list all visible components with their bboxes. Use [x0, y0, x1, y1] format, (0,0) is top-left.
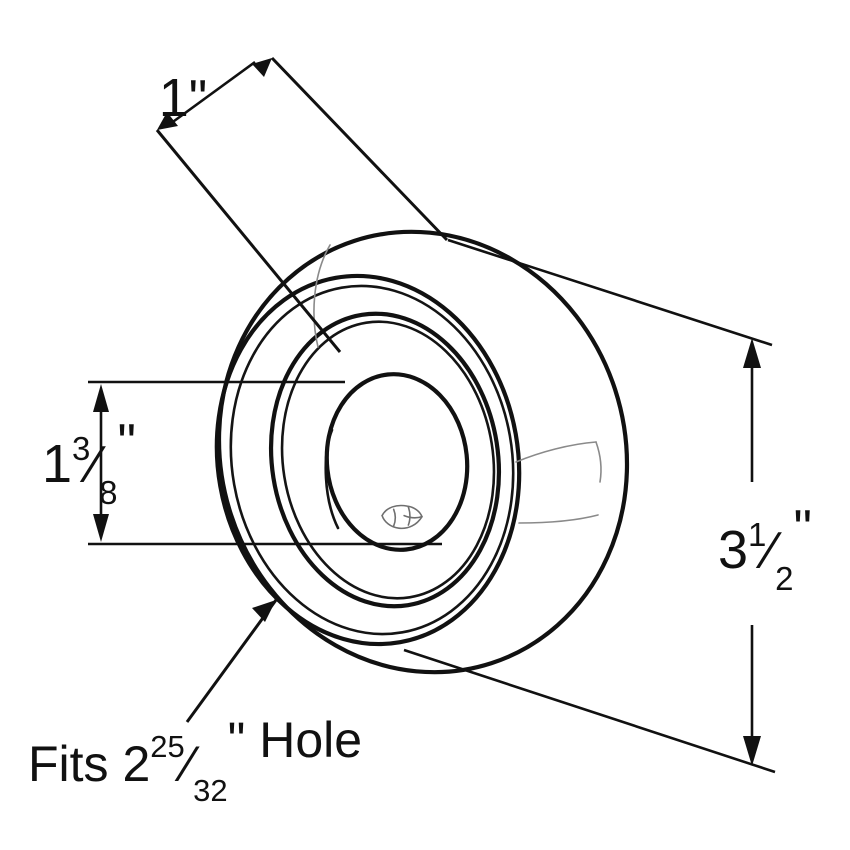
barrel-right-shading-lower [518, 514, 599, 524]
grommet-groove-ring-ellipse [268, 311, 502, 609]
outer-diameter-arrowhead-bottom [743, 736, 761, 766]
barrel-right-shading-curve [595, 441, 602, 483]
outer-diameter-dimension-group: 31⁄2" [403, 238, 812, 774]
inner-hole-arrowhead-top [93, 384, 109, 412]
depth-extension-line-lower [155, 129, 342, 353]
depth-dimension-group: 1" [155, 56, 449, 353]
fits-hole-callout-group: Fits 225⁄32" Hole [28, 599, 362, 808]
inner-hole-dimension-group: 13⁄8" [42, 380, 442, 546]
grommet-front-face-outer-ellipse [214, 273, 522, 647]
fits-hole-leader-line [185, 599, 278, 723]
manufacturer-logo-mark [381, 504, 423, 530]
barrel-right-shading-upper [515, 441, 597, 463]
outer-diameter-arrowhead-top [743, 338, 761, 368]
depth-extension-lower-arrowhead [157, 112, 178, 130]
inner-hole-arrowhead-bottom [93, 514, 109, 542]
fits-hole-callout-label: Fits 225⁄32" Hole [28, 712, 362, 808]
outer-diameter-dimension-label: 31⁄2" [718, 500, 812, 597]
barrel-upper-crease-highlight [313, 244, 331, 348]
outer-diameter-extension-line-top [447, 238, 773, 347]
depth-extension-upper-arrowhead [252, 58, 272, 77]
grommet-groove-ring-inner-ellipse [280, 320, 496, 600]
outer-diameter-extension-line-bottom [403, 648, 776, 774]
depth-extension-line-upper [270, 56, 449, 242]
grommet-part-geometry [214, 229, 630, 675]
grommet-front-face-inner-ellipse [229, 284, 515, 636]
grommet-center-hole-ellipse [324, 372, 470, 552]
inner-hole-dimension-label: 13⁄8" [42, 414, 136, 511]
depth-dimension-arrow-line [169, 60, 256, 126]
center-hole-wall-highlight [324, 428, 340, 530]
fits-hole-leader-arrowhead [252, 600, 276, 622]
depth-dimension-label: 1" [159, 68, 208, 128]
grommet-outer-body-ellipse [216, 229, 630, 675]
